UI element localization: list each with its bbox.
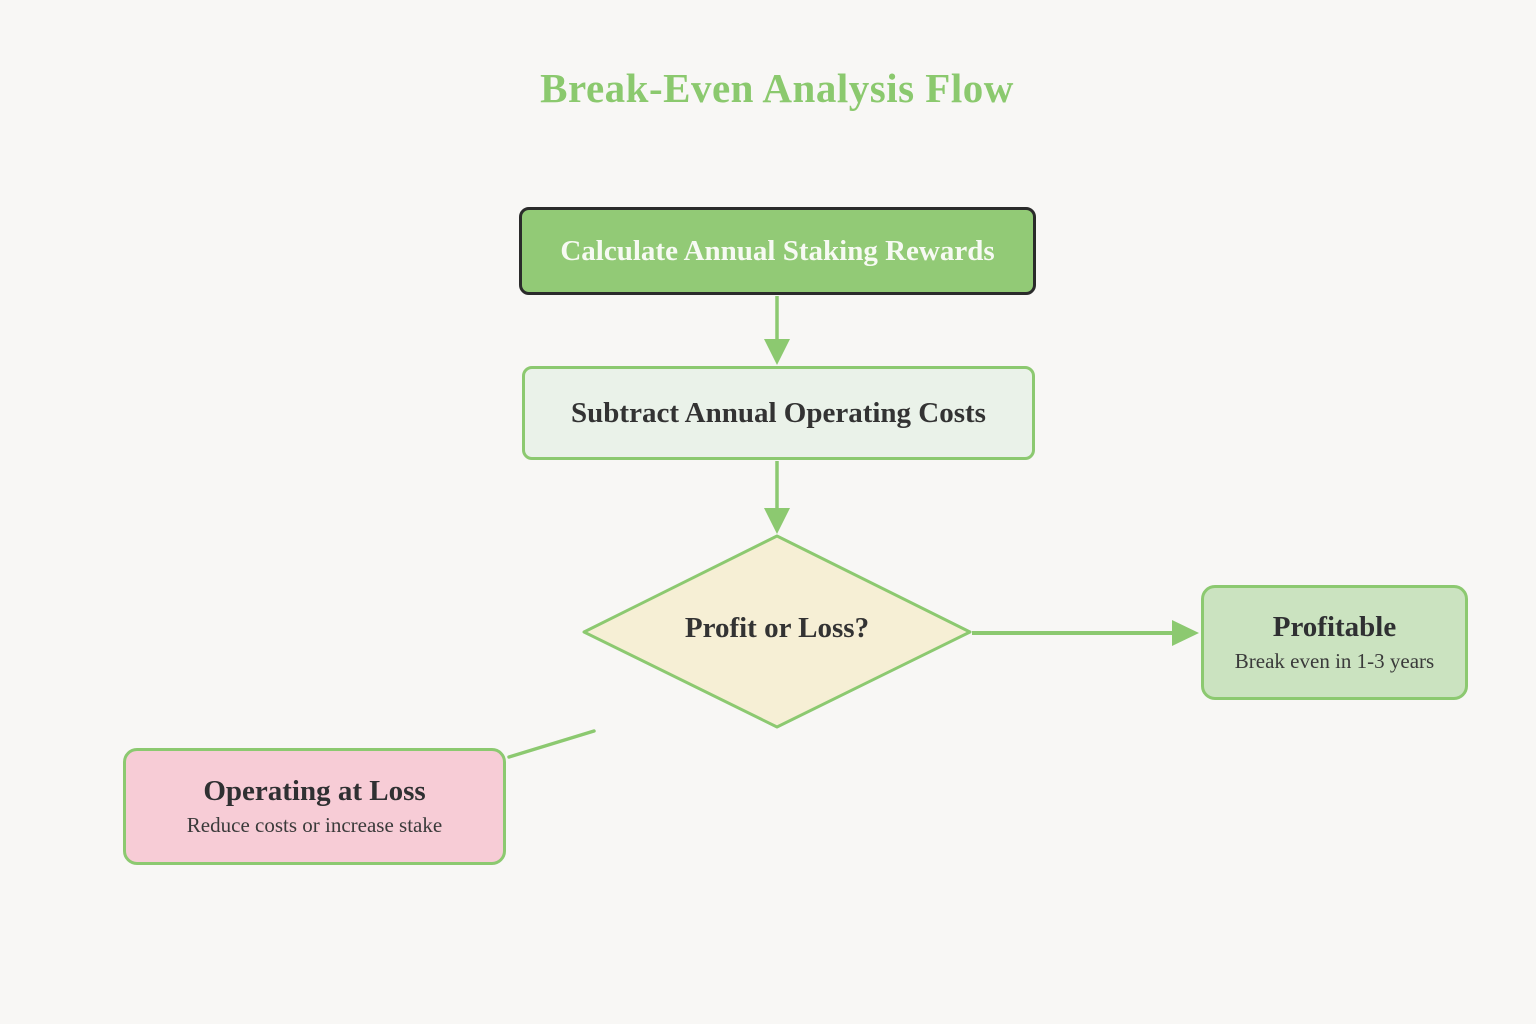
node-operating-at-loss-description: Reduce costs or increase stake — [186, 812, 443, 837]
node-profitable-label: Profitable — [1272, 611, 1397, 644]
arrow-start-to-process — [764, 296, 790, 365]
node-operating-at-loss-label: Operating at Loss — [203, 775, 426, 808]
node-calculate-rewards-label: Calculate Annual Staking Rewards — [560, 234, 995, 267]
node-calculate-rewards: Calculate Annual Staking Rewards — [519, 207, 1036, 295]
decision-diamond-shape — [582, 534, 972, 729]
edge-decision-to-loss — [507, 729, 596, 759]
node-profit-or-loss-label: Profit or Loss? — [684, 612, 870, 644]
node-profitable-description: Break even in 1-3 years — [1234, 648, 1435, 673]
node-profitable: Profitable Break even in 1-3 years — [1201, 585, 1468, 700]
node-operating-at-loss: Operating at Loss Reduce costs or increa… — [123, 748, 506, 865]
node-subtract-costs-label: Subtract Annual Operating Costs — [571, 396, 986, 429]
node-subtract-costs: Subtract Annual Operating Costs — [522, 366, 1035, 460]
arrow-decision-to-profitable — [972, 620, 1199, 646]
diagram-title: Break-Even Analysis Flow — [540, 65, 1014, 111]
arrow-process-to-decision — [764, 461, 790, 534]
